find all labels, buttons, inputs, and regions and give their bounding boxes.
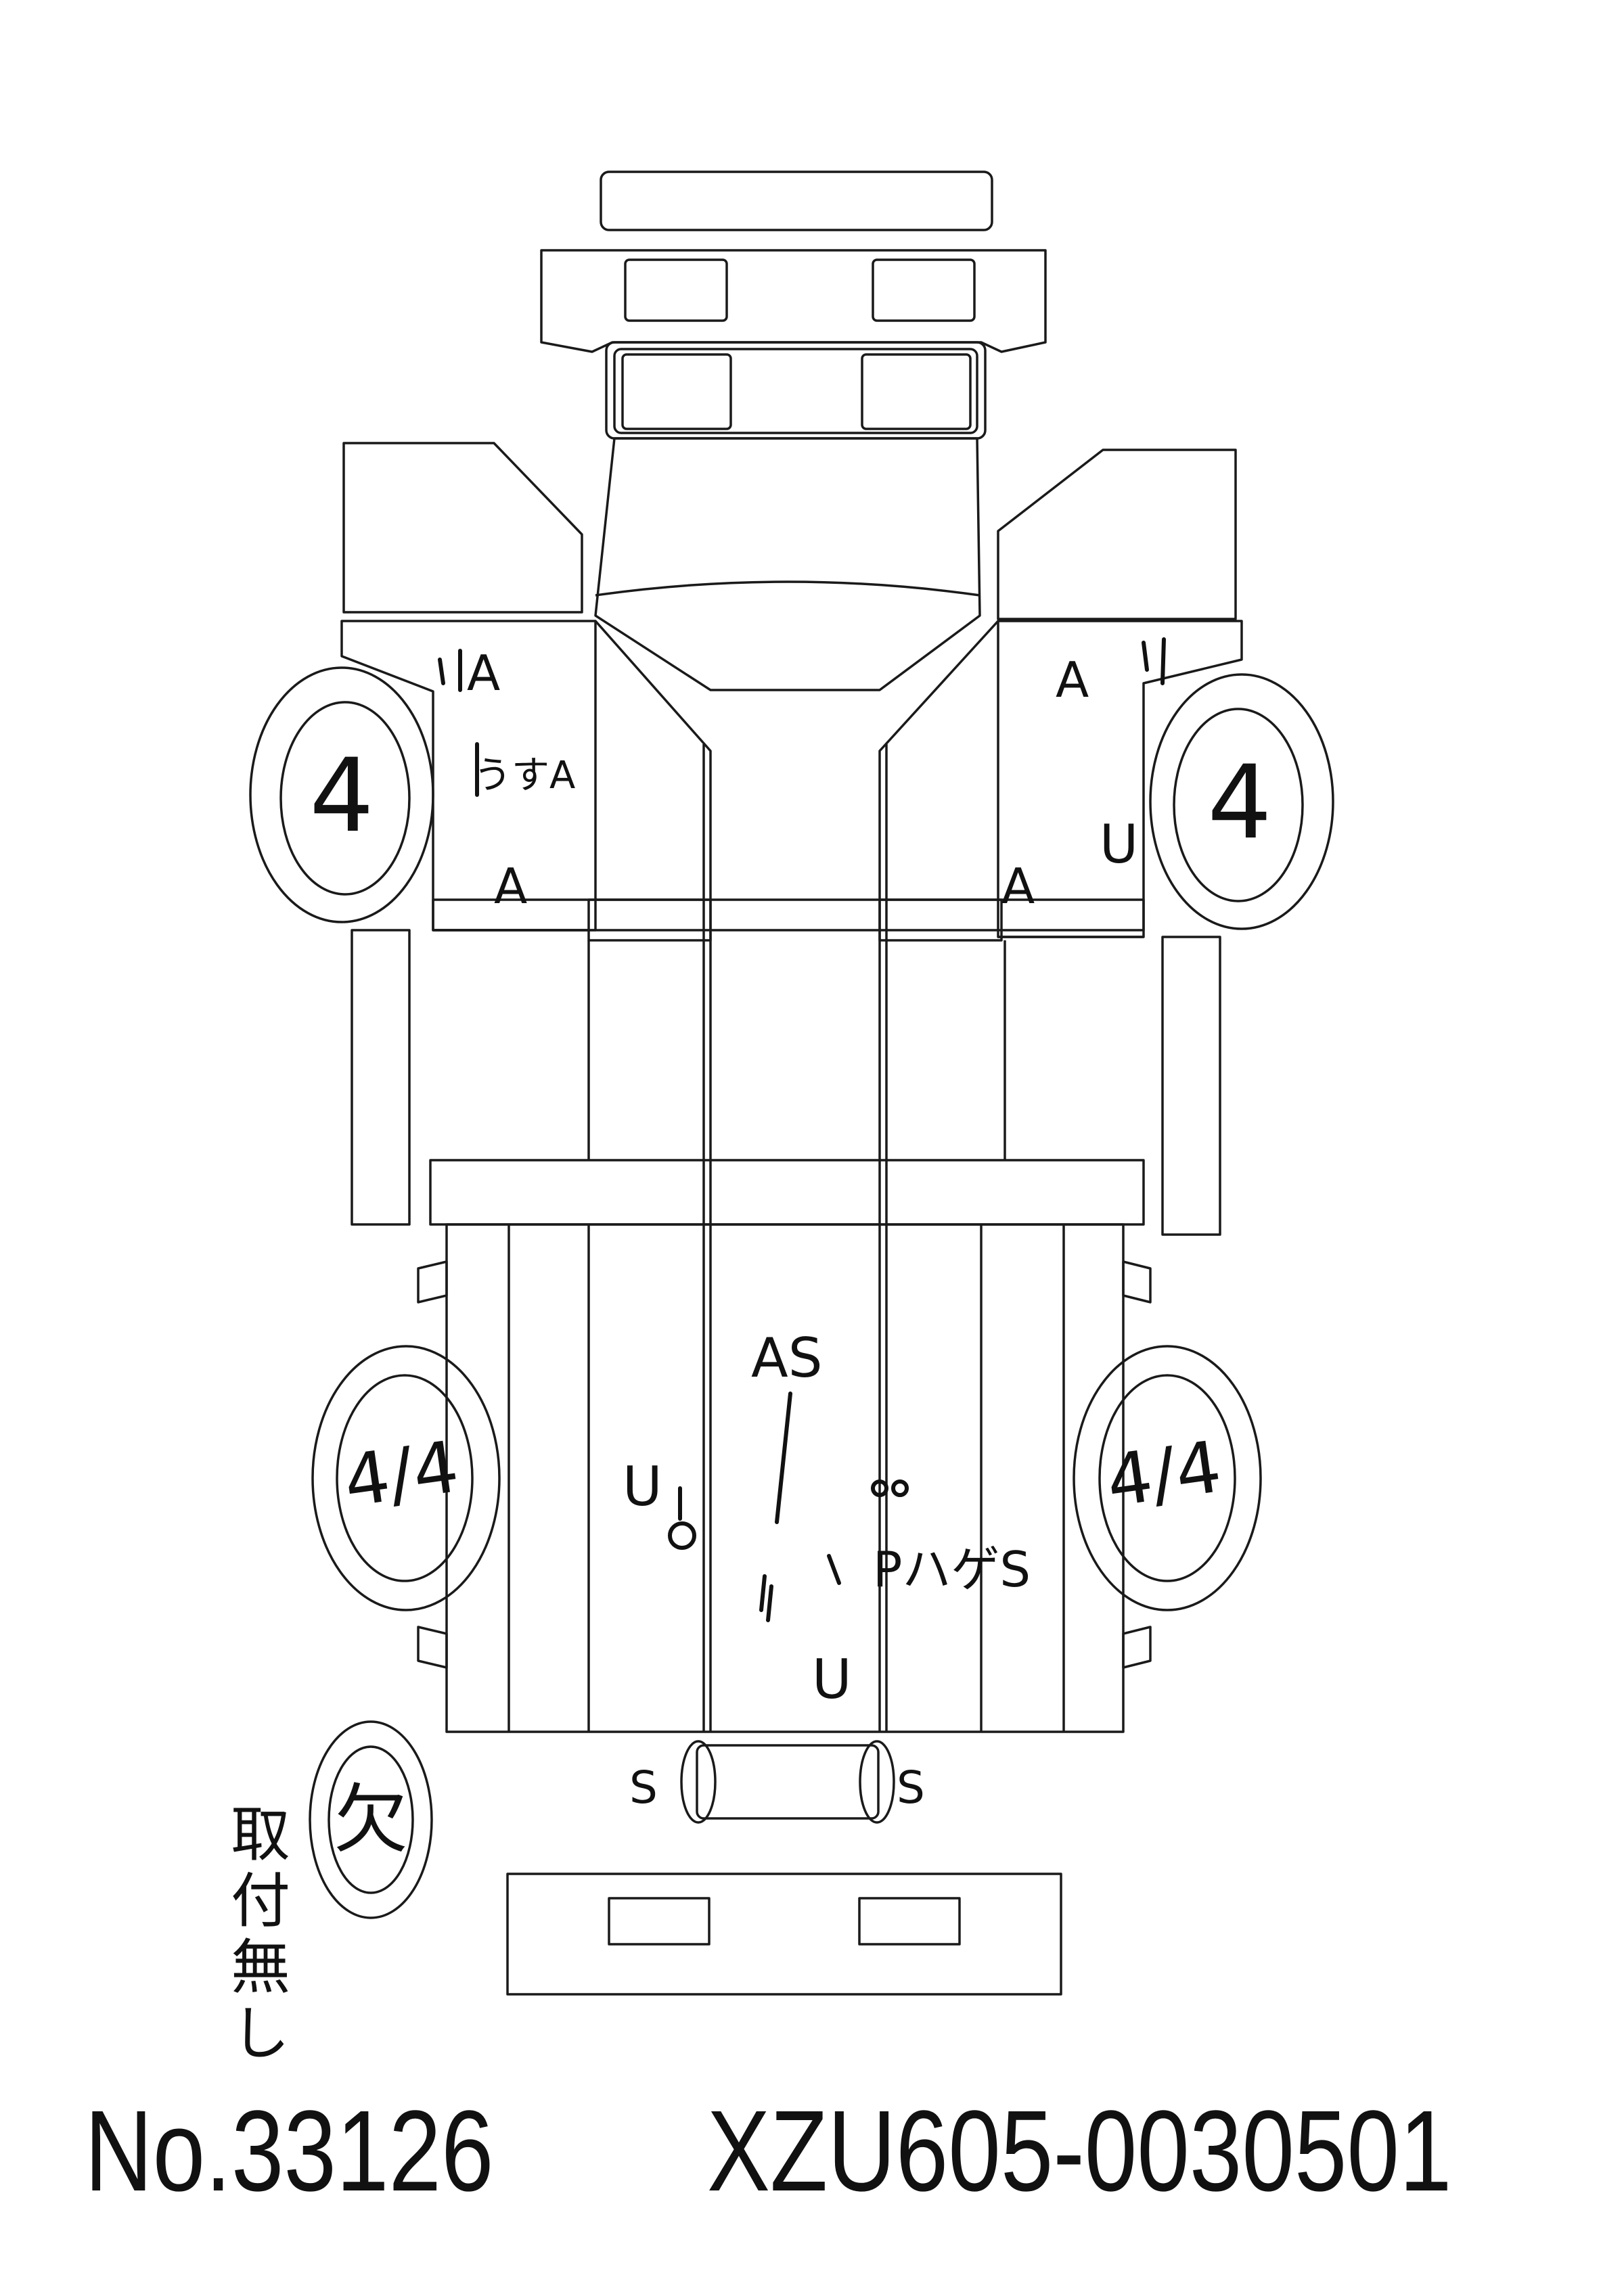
muffler: [696, 1744, 880, 1820]
tire-grade-rear-left: 4/4: [339, 1425, 464, 1523]
rear-lamp-left: [608, 1897, 710, 1946]
door-front-left: [342, 442, 583, 614]
muffler-left-end: [680, 1740, 717, 1824]
tire-grade-front-right: 4: [1207, 744, 1271, 862]
cross-member: [429, 1159, 1145, 1226]
mirror-left: [621, 353, 732, 430]
windshield: [605, 341, 987, 440]
front-bumper: [600, 170, 993, 231]
mudflap-rl-bottom: [417, 1626, 448, 1669]
note-muffler-left: S: [629, 1762, 658, 1814]
mudflap-rr-top: [1122, 1260, 1152, 1304]
cab-floor-band: [587, 898, 712, 942]
mudflap-rl-top: [417, 1260, 448, 1304]
roof-line: [595, 580, 980, 597]
ticks-fl: [438, 649, 479, 797]
mirror-right: [861, 353, 972, 430]
door-front-right: [997, 449, 1237, 620]
tire-front-left-hub: [279, 701, 411, 896]
note-spare-missing: 取付無し: [221, 1803, 291, 2068]
dot-1: [871, 1479, 888, 1497]
muffler-right-end: [859, 1740, 895, 1824]
note-rear-left: U: [623, 1455, 662, 1518]
tire-rear-right-hub: [1098, 1374, 1236, 1582]
tire-grade-front-left: 4: [309, 737, 374, 855]
note-front-right-upper: A: [1056, 651, 1089, 708]
cab-floor: [432, 898, 1145, 932]
note-rear-center: AS: [751, 1327, 823, 1390]
spare-tire-hub: [328, 1745, 414, 1894]
tire-rear-right: [1073, 1345, 1262, 1611]
note-front-right-mid: U: [1100, 814, 1138, 875]
dent-mark: [668, 1521, 696, 1550]
cab-roof: [594, 437, 981, 691]
spare-tire: [309, 1720, 433, 1919]
note-rear-right: PハゲS: [873, 1541, 1031, 1598]
step-right: [1161, 936, 1221, 1236]
note-front-left-mid: うすA: [474, 754, 575, 798]
windshield-inner: [613, 348, 978, 434]
front-grille: [540, 249, 1047, 353]
chassis-left-rail: [594, 620, 712, 1732]
tire-rear-left-hub: [336, 1374, 474, 1582]
note-muffler-right: S: [897, 1762, 925, 1814]
tick-marks: [759, 1554, 841, 1622]
chassis-right-rail: [878, 620, 999, 1732]
headlight-right: [872, 258, 976, 322]
rear-lamp-right: [858, 1897, 961, 1946]
cab-floor-band-r: [878, 898, 1003, 942]
note-front-left-upper: A: [467, 645, 500, 702]
headlight-left: [624, 258, 728, 322]
mudflap-rr-bottom: [1122, 1626, 1152, 1669]
note-front-left-lower: A: [494, 858, 527, 915]
scratch-line: [775, 1392, 792, 1524]
note-rear-bottom: U: [812, 1648, 852, 1711]
tire-front-left: [249, 666, 434, 923]
tire-grade-rear-right: 4/4: [1102, 1425, 1226, 1523]
stock-number: No.33126: [85, 2087, 494, 2215]
rear-bed: [445, 1223, 1125, 1733]
tire-grade-spare: 欠: [334, 1776, 408, 1863]
tire-rear-left: [311, 1345, 501, 1611]
rear-bumper: [506, 1873, 1062, 1996]
chassis-number: XZU605-0030501: [707, 2087, 1452, 2215]
tire-front-right-hub: [1173, 708, 1304, 902]
note-front-right-lower: A: [1001, 858, 1035, 915]
tire-front-right: [1149, 673, 1334, 930]
ticks-fr: [1142, 637, 1166, 685]
step-left: [351, 929, 411, 1226]
dot-2: [891, 1479, 909, 1497]
